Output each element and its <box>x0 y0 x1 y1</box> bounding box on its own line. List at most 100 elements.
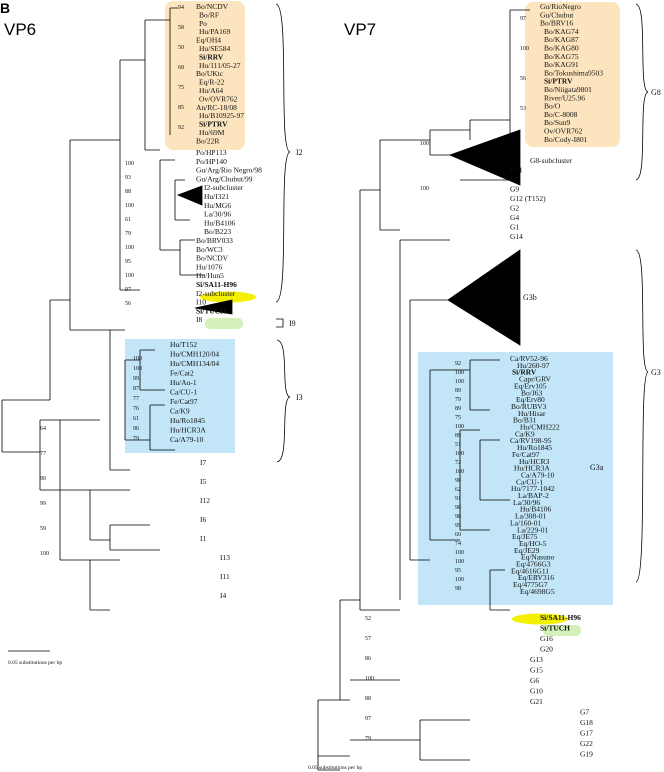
vp6-taxon-label: Po <box>199 19 207 28</box>
vp6-brackets <box>275 3 291 463</box>
vp6-taxon-label: Hu/MG6 <box>204 201 231 210</box>
vp7-taxon-label: Eq/Nasuno <box>521 553 555 562</box>
vp7-taxon-label: G1 <box>510 223 519 232</box>
vp6-taxon-label: Si/RRV <box>199 52 224 61</box>
vp7-taxon-label: Eq/4775G7 <box>513 580 548 589</box>
vp7-taxon-label: Eq/ERV316 <box>518 573 554 582</box>
vp7-taxon-label: G4 <box>510 213 519 222</box>
vp7-bootstrap: 95 <box>455 568 461 574</box>
vp7-bootstrap: 92 <box>455 361 461 367</box>
vp7-bootstrap: 100 <box>455 469 464 475</box>
vp7-clade-g8-label: G8 <box>651 88 661 97</box>
panel-letter: B <box>0 0 10 16</box>
vp6-taxon-label: Hu/69M <box>199 128 225 137</box>
vp7-sa11-highlight <box>512 613 568 625</box>
vp7-clade-g3a-label: G3a <box>590 463 604 472</box>
vp7-taxon-label: Fe/Cat97 <box>512 450 540 459</box>
vp7-taxon-label: Hu/Ro1845 <box>517 443 552 452</box>
vp6-bootstrap: 76 <box>133 406 139 412</box>
vp7-taxa-labels: Gu/RioNegroGu/ChubutBo/BRV16Bo/KAG74Bo/K… <box>365 2 603 759</box>
vp6-taxon-label: Gu/Arg/Chubut/99 <box>196 174 253 183</box>
vp6-bootstrap: 100 <box>40 551 49 557</box>
vp7-bootstrap: 75 <box>455 415 461 421</box>
vp6-bootstrap: 87 <box>133 386 139 392</box>
vp6-taxon-label: Bo/RF <box>199 10 219 19</box>
vp6-bootstrap: 96 <box>133 426 139 432</box>
vp7-taxon-label: G2 <box>510 204 519 213</box>
vp6-bootstrap: 79 <box>125 231 131 237</box>
vp7-taxon-label: G15 <box>530 666 543 675</box>
vp7-taxon-label: Bo/O <box>544 102 561 111</box>
vp6-taxon-label: Hu/CMH134/04 <box>170 359 219 368</box>
vp7-bootstrap: 98 <box>455 514 461 520</box>
vp7-bootstrap: 53 <box>520 106 526 112</box>
vp7-taxon-label: Ca/RV198-95 <box>510 436 552 445</box>
vp7-blue-clade-box <box>418 352 613 605</box>
vp7-bootstrap: 56 <box>520 76 526 82</box>
vp7-taxon-label: Hu/260-97 <box>517 361 550 370</box>
vp7-taxon-label: Eq/JE75 <box>512 532 538 541</box>
vp7-taxon-label: La/229-01 <box>517 525 548 534</box>
vp6-taxon-label: Hu/T152 <box>170 340 197 349</box>
vp6-taxon-label: I1 <box>200 534 206 543</box>
vp7-taxon-label: Eq/Erv105 <box>514 381 547 390</box>
vp6-taxon-label: Ov/OVR762 <box>199 94 238 103</box>
vp6-bootstrap: 100 <box>125 203 134 209</box>
vp6-blue-clade-box <box>125 339 235 453</box>
vp6-taxon-label: Bo/NCDV <box>196 2 229 11</box>
vp7-bootstrap: 100 <box>455 424 464 430</box>
vp7-taxon-label: Bo/Cody-I801 <box>544 135 588 144</box>
vp6-taxon-label: Hu/Hun5 <box>196 271 224 280</box>
vp6-taxon-label: Bo/WC3 <box>196 245 223 254</box>
vp6-bootstrap: 77 <box>40 451 46 457</box>
vp6-taxon-label: Hu/CMH120/04 <box>170 350 219 359</box>
vp7-taxon-label: Bo/Tokushima9503 <box>544 68 603 77</box>
vp7-taxon-label: Hu/Hisar <box>518 409 546 418</box>
vp6-taxon-label: I11 <box>220 572 230 581</box>
vp6-bootstrap: 90 <box>40 476 46 482</box>
vp7-bootstrap: 89 <box>455 433 461 439</box>
vp7-bootstrap: 100 <box>455 451 464 457</box>
vp7-bootstrap: 98 <box>455 505 461 511</box>
vp7-bootstrap: 100 <box>455 577 464 583</box>
vp7-tuch-highlight <box>543 625 581 636</box>
vp7-taxon-label: G19 <box>580 750 593 759</box>
vp6-taxon-label: I10 <box>196 298 206 307</box>
vp7-taxon-label: G17 <box>580 729 593 738</box>
vp7-taxon-label: Ca/A79-10 <box>521 470 555 479</box>
vp7-taxon-label: G7 <box>580 708 589 717</box>
vp7-taxon-label: Bo/Sun9 <box>544 118 571 127</box>
vp6-taxon-label: Bo/NCDV <box>196 254 229 263</box>
vp6-bootstrap: 93 <box>125 175 131 181</box>
vp7-taxon-label: Eq/JE29 <box>514 546 540 555</box>
vp7-bootstrap: 60 <box>455 532 461 538</box>
vp7-taxon-label: Si/PTRV <box>544 77 573 86</box>
vp7-bootstrap: 100 <box>455 379 464 385</box>
vp6-taxon-label: Hu/I321 <box>204 192 229 201</box>
vp7-bootstrap: 97 <box>365 716 371 722</box>
vp7-bootstrap: 98 <box>455 478 461 484</box>
vp6-bootstrap: 92 <box>178 125 184 131</box>
vp6-taxon-label: I7 <box>200 458 206 467</box>
vp6-orange-clade-box <box>165 1 245 150</box>
vp7-clade-g3b-label: G3b <box>523 293 537 302</box>
vp7-clade-g3-label: G3 <box>651 368 661 377</box>
vp7-taxon-label: Gu/Chubut <box>540 10 574 19</box>
vp6-bootstrap: 59 <box>40 526 46 532</box>
vp7-taxon-label: La/308-01 <box>515 512 546 521</box>
vp7-brackets <box>635 3 649 583</box>
vp7-taxon-label: Capr/GRV <box>519 375 551 384</box>
vp7-bootstrap: 79 <box>455 397 461 403</box>
vp7-taxon-label: Gu/RioNegro <box>540 2 581 11</box>
vp7-taxon-label: Ov/OVR762 <box>544 127 583 136</box>
vp6-bootstrap: 100 <box>133 366 142 372</box>
vp7-taxon-label: Bo/C-8008 <box>544 110 578 119</box>
vp6-bootstrap: 100 <box>125 245 134 251</box>
vp6-bootstrap: 64 <box>40 426 46 432</box>
vp7-bootstrap: 52 <box>365 616 371 622</box>
vp6-taxon-label: Bo/22R <box>196 136 219 145</box>
vp6-taxon-label: Hu/PA169 <box>199 27 231 36</box>
vp7-taxon-label: Bo/Niigata9801 <box>544 85 592 94</box>
vp6-taxa-labels: Bo/NCDVBo/RFPoHu/PA169Eq/OH4Hu/SE584Si/R… <box>40 2 262 600</box>
